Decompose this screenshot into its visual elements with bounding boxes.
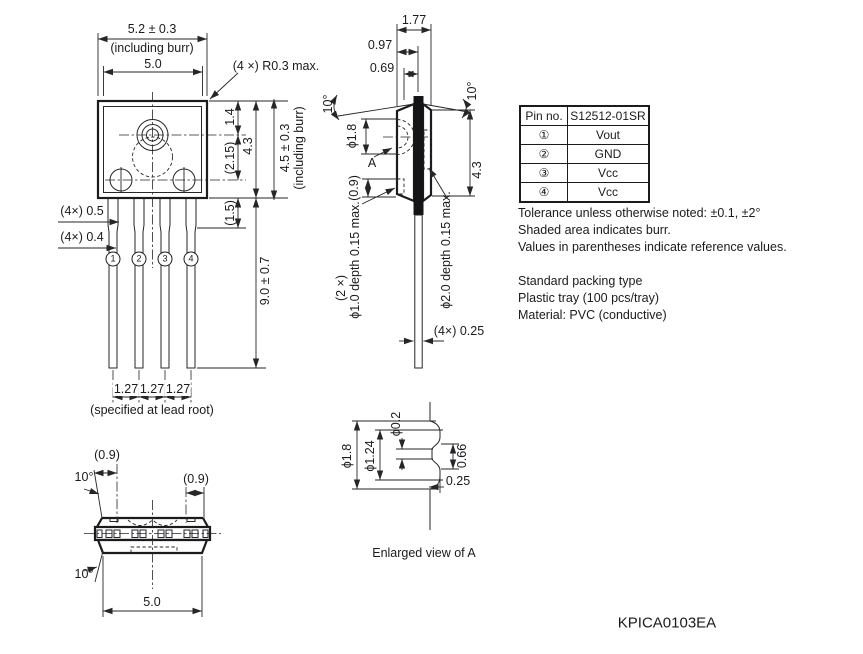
enlarged-view-a	[352, 402, 459, 530]
pin-table-header-pin: Pin no.	[519, 105, 568, 126]
dim-097: 0.97	[367, 38, 393, 52]
enlarged-view-caption: Enlarged view of A	[372, 546, 476, 560]
draft-angle-right: 10°	[465, 81, 479, 101]
dim-pitch-1: 1.27	[112, 382, 140, 396]
dim-corner-radius: (4 ×) R0.3 max.	[232, 59, 320, 73]
side-view	[329, 24, 475, 369]
recess-count: (2 ×)	[334, 274, 348, 302]
detail-a-label: A	[367, 156, 377, 170]
pin-signal-cell: GND	[567, 144, 650, 164]
pin-signal-cell: Vcc	[567, 163, 650, 183]
note-burr: Shaded area indicates burr.	[518, 223, 671, 237]
width-burr-note: (including burr)	[110, 41, 194, 55]
pin-marker-3: 3	[157, 251, 173, 267]
dim-pitch-2: 1.27	[138, 382, 166, 396]
table-row: ③ Vcc	[519, 163, 650, 183]
pin-marker-1: 1	[105, 251, 121, 267]
dim-enlarged-step: 0.25	[445, 474, 471, 488]
pitch-note: (specified at lead root)	[90, 403, 214, 417]
dim-standoff-ref: (1.5)	[223, 200, 237, 226]
dim-lead-thickness: (4×) 0.25	[433, 324, 485, 338]
dim-width-with-burr: 5.2 ± 0.3	[127, 22, 177, 36]
dim-lead-width: (4×) 0.4	[60, 230, 104, 244]
recess-back-spec: ϕ2.0 depth 0.15 max.	[439, 191, 453, 309]
dim-enlarged-outer: ϕ1.8	[340, 443, 354, 469]
dim-body-height: 4.3	[241, 137, 255, 155]
draft-angle-top: 10°	[74, 470, 94, 484]
dim-lead-root-width: (4×) 0.5	[60, 204, 104, 218]
dim-height-with-burr: 4.5 ± 0.3	[278, 123, 292, 173]
dim-enlarged-middle: ϕ1.24	[363, 440, 377, 472]
dim-pitch-3: 1.27	[164, 382, 192, 396]
note-parentheses: Values in parentheses indicate reference…	[518, 240, 787, 254]
dim-total-thickness: 1.77	[401, 13, 427, 27]
dim-width: 5.0	[144, 57, 162, 71]
pin-number-cell: ②	[519, 144, 568, 164]
table-row: ④ Vcc	[519, 182, 650, 203]
pin-number-cell: ③	[519, 163, 568, 183]
dim-hole-center-ref: (2.15)	[223, 141, 237, 175]
dim-side-body-height: 4.3	[470, 161, 484, 179]
note-packing-material: Material: PVC (conductive)	[518, 308, 667, 322]
pin-marker-2: 2	[131, 251, 147, 267]
pin-number-cell: ④	[519, 182, 568, 203]
recess-front-spec: ϕ1.0 depth 0.15 max.	[348, 201, 362, 319]
table-row: ① Vout	[519, 125, 650, 145]
pin-signal-cell: Vcc	[567, 182, 650, 203]
pin-number-cell: ①	[519, 125, 568, 145]
draft-angle-left: 10°	[321, 94, 335, 114]
dim-069: 0.69	[369, 61, 395, 75]
drawing-number: KPICA0103EA	[617, 614, 717, 632]
note-packing-heading: Standard packing type	[518, 274, 643, 288]
dim-bottom-width: 5.0	[143, 595, 161, 609]
dim-lens-diameter: ϕ1.8	[345, 123, 359, 149]
pin-signal-cell: Vout	[567, 125, 650, 145]
pin-marker-4: 4	[183, 251, 199, 267]
dim-ref-right: (0.9)	[183, 472, 209, 486]
front-view	[58, 33, 288, 403]
height-burr-note: (including burr)	[292, 106, 306, 190]
pin-table-header-part: S12512-01SR	[567, 105, 650, 126]
pin-table: Pin no. S12512-01SR ① Vout ② GND ③ Vcc ④…	[519, 105, 650, 203]
dim-ref-left: (0.9)	[94, 448, 120, 462]
dim-lens-offset: 1.4	[223, 108, 237, 126]
dim-recess-offset: (0.9)	[347, 175, 361, 201]
draft-angle-bottom: 10°	[74, 567, 94, 581]
pin-table-header-row: Pin no. S12512-01SR	[519, 105, 650, 126]
table-row: ② GND	[519, 144, 650, 164]
note-tolerance: Tolerance unless otherwise noted: ±0.1, …	[518, 206, 761, 220]
dim-enlarged-height: 0.66	[455, 443, 469, 469]
bottom-view	[83, 464, 221, 617]
dim-lead-length: 9.0 ± 0.7	[258, 256, 272, 306]
note-packing-tray: Plastic tray (100 pcs/tray)	[518, 291, 660, 305]
dim-enlarged-small: ϕ0.2	[389, 411, 403, 437]
